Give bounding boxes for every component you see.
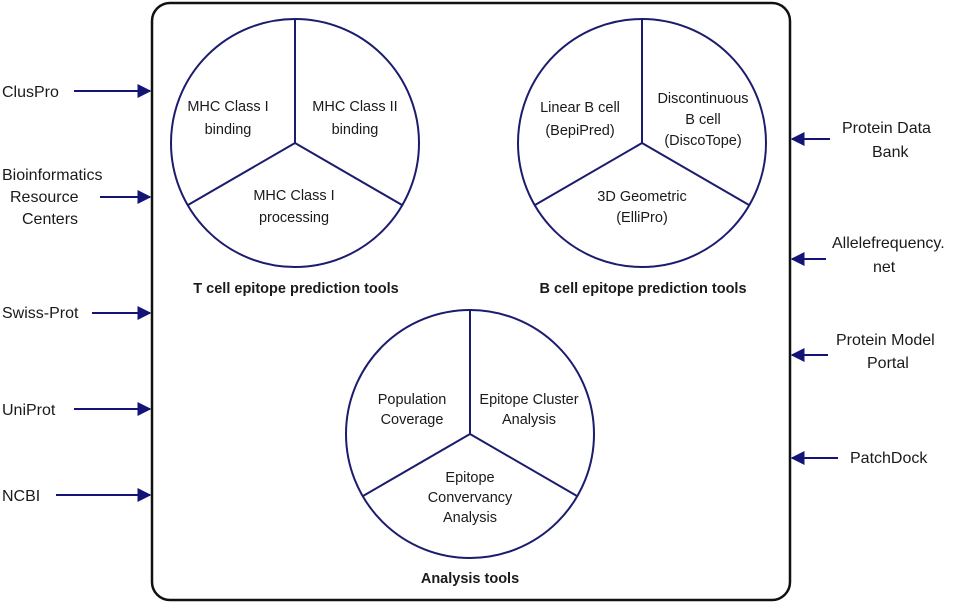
source-bioinformatics-resource-centers: Bioinformatics Resource Centers bbox=[2, 167, 152, 228]
right-sources: Protein Data Bank Allelefrequency. net P… bbox=[790, 120, 945, 467]
source-label: Portal bbox=[867, 355, 909, 372]
segment-label: MHC Class II bbox=[312, 99, 397, 115]
segment-label: 3D Geometric bbox=[597, 189, 686, 205]
tool-group-analysis: Population Coverage Epitope Cluster Anal… bbox=[345, 309, 595, 587]
segment-epitope-convervancy-analysis: Epitope Convervancy Analysis bbox=[428, 470, 513, 526]
segment-discontinuous-b-cell: Discontinuous B cell (DiscoTope) bbox=[657, 91, 748, 149]
source-label: ClusPro bbox=[2, 84, 59, 101]
source-label: PatchDock bbox=[850, 450, 928, 467]
segment-label: Convervancy bbox=[428, 490, 513, 506]
source-uniprot: UniProt bbox=[2, 402, 152, 419]
segment-mhc-class-i-binding: MHC Class I binding bbox=[187, 99, 268, 138]
source-protein-model-portal: Protein Model Portal bbox=[790, 332, 935, 372]
tool-group-bcell: Linear B cell (BepiPred) Discontinuous B… bbox=[517, 18, 767, 297]
source-label: NCBI bbox=[2, 488, 40, 505]
source-patchdock: PatchDock bbox=[790, 450, 928, 467]
segment-divider bbox=[294, 142, 403, 206]
segment-label: processing bbox=[259, 210, 329, 226]
segment-population-coverage: Population Coverage bbox=[378, 392, 447, 428]
analysis-tools-caption: Analysis tools bbox=[421, 571, 519, 587]
segment-label: (DiscoTope) bbox=[664, 133, 741, 149]
source-label: Bank bbox=[872, 144, 909, 161]
segment-label: Epitope Cluster bbox=[479, 392, 578, 408]
segment-label: Analysis bbox=[443, 510, 497, 526]
segment-label: (ElliPro) bbox=[616, 210, 668, 226]
source-cluspro: ClusPro bbox=[2, 84, 152, 101]
segment-3d-geometric: 3D Geometric (ElliPro) bbox=[597, 189, 686, 226]
segment-label: Population bbox=[378, 392, 447, 408]
segment-mhc-class-ii-binding: MHC Class II binding bbox=[312, 99, 397, 138]
source-allelefrequency-net: Allelefrequency. net bbox=[790, 235, 945, 276]
source-protein-data-bank: Protein Data Bank bbox=[790, 120, 931, 161]
source-label: Swiss-Prot bbox=[2, 305, 79, 322]
segment-divider bbox=[362, 433, 471, 497]
source-label: net bbox=[873, 259, 896, 276]
source-label: UniProt bbox=[2, 402, 56, 419]
source-swiss-prot: Swiss-Prot bbox=[2, 305, 152, 322]
left-sources: ClusPro Bioinformatics Resource Centers … bbox=[2, 84, 152, 505]
source-label: Centers bbox=[22, 211, 78, 228]
segment-label: Linear B cell bbox=[540, 100, 620, 116]
segment-label: MHC Class I bbox=[187, 99, 268, 115]
segment-label: MHC Class I bbox=[253, 188, 334, 204]
segment-divider bbox=[534, 142, 643, 206]
segment-label: (BepiPred) bbox=[545, 123, 614, 139]
source-ncbi: NCBI bbox=[2, 488, 152, 505]
source-label: Protein Data bbox=[842, 120, 931, 137]
segment-label: Coverage bbox=[381, 412, 444, 428]
source-label: Bioinformatics bbox=[2, 167, 102, 184]
segment-divider bbox=[469, 433, 578, 497]
segment-label: Epitope bbox=[445, 470, 494, 486]
segment-label: binding bbox=[205, 122, 252, 138]
segment-mhc-class-i-processing: MHC Class I processing bbox=[253, 188, 334, 226]
source-label: Protein Model bbox=[836, 332, 935, 349]
segment-label: Analysis bbox=[502, 412, 556, 428]
tool-group-tcell: MHC Class I binding MHC Class II binding… bbox=[170, 18, 420, 297]
source-label: Resource bbox=[10, 189, 79, 206]
segment-linear-b-cell: Linear B cell (BepiPred) bbox=[540, 100, 620, 139]
segment-label: B cell bbox=[685, 112, 720, 128]
segment-label: binding bbox=[332, 122, 379, 138]
bcell-tools-caption: B cell epitope prediction tools bbox=[539, 281, 746, 297]
segment-divider bbox=[187, 142, 296, 206]
segment-label: Discontinuous bbox=[657, 91, 748, 107]
segment-epitope-cluster-analysis: Epitope Cluster Analysis bbox=[479, 392, 578, 428]
source-label: Allelefrequency. bbox=[832, 235, 945, 252]
segment-divider bbox=[641, 142, 750, 206]
tcell-tools-caption: T cell epitope prediction tools bbox=[193, 281, 398, 297]
